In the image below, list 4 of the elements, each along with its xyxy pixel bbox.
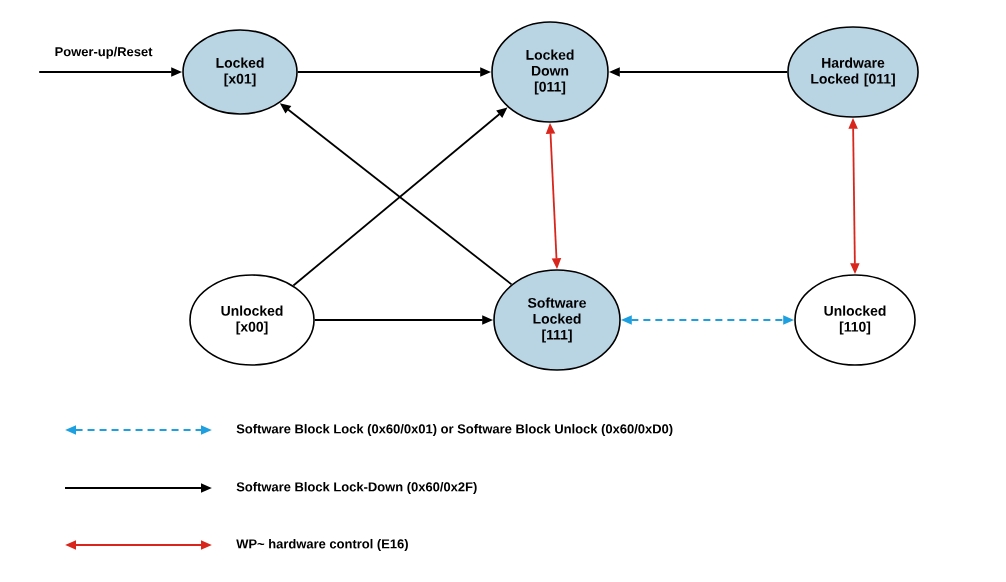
edge-label: Power-up/Reset — [55, 46, 153, 59]
legend-label: WP~ hardware control (E16) — [236, 538, 408, 552]
legend-label: Software Block Lock-Down (0x60/0x2F) — [236, 481, 477, 495]
legend-label: Software Block Lock (0x60/0x01) or Software Block Unlock (0x60/0xD0) — [236, 423, 673, 437]
